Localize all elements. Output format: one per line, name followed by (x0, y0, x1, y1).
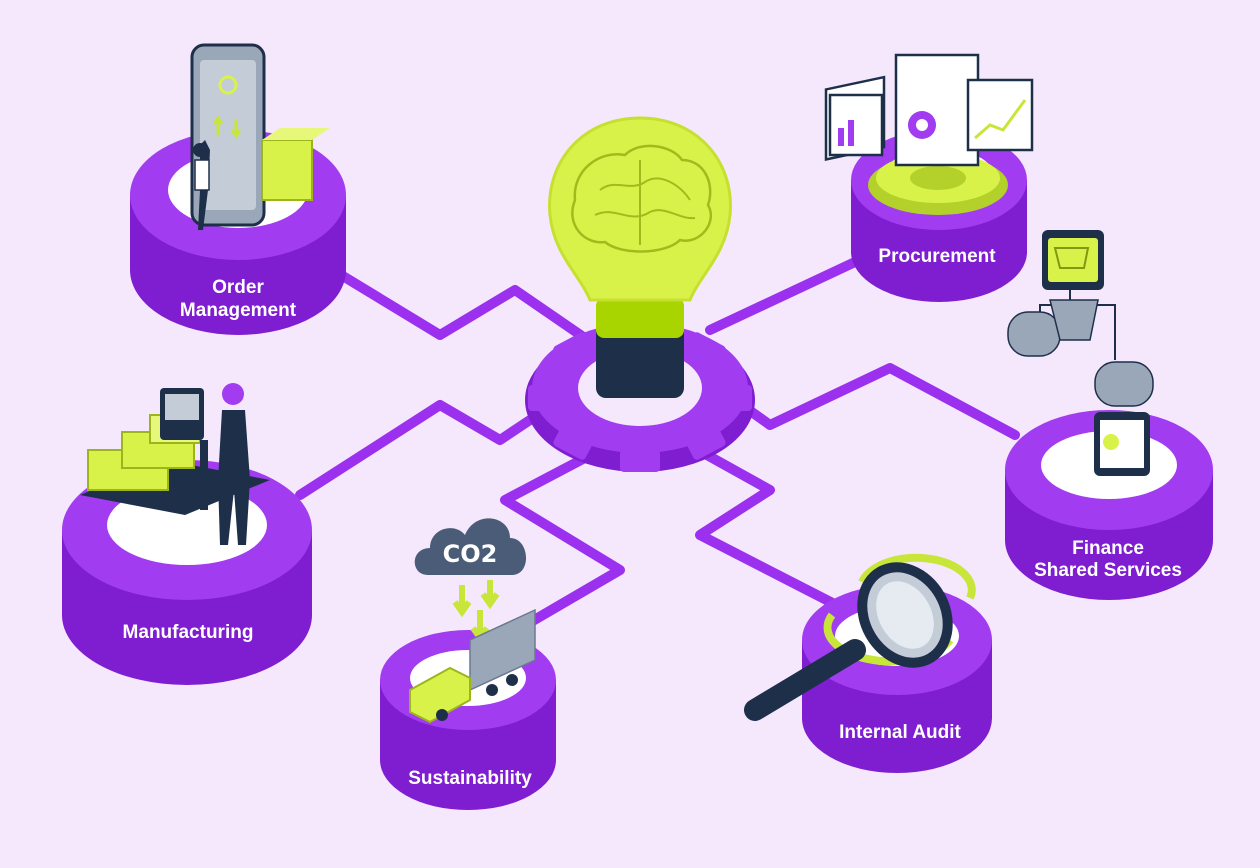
order-management-label-line2: Management (180, 300, 297, 321)
connector-sustainability (495, 445, 625, 645)
procurement-label: Procurement (878, 246, 996, 267)
lightbulb-brain-icon (548, 116, 732, 398)
finance-label-line2: Shared Services (1034, 560, 1182, 581)
internal-audit-label: Internal Audit (839, 722, 961, 743)
dashboard-reports-gear-icon (824, 53, 1034, 215)
cart-flow-invoice-icon (1007, 230, 1154, 476)
node-procurement: Procurement (824, 53, 1034, 302)
worker-conveyor-icon (80, 383, 270, 545)
finance-label-line1: Finance (1072, 538, 1144, 559)
connector-order-management (295, 245, 600, 350)
connector-audit (675, 435, 855, 617)
co2-label: CO2 (443, 540, 498, 568)
node-sustainability: CO2 Sustainability (380, 518, 556, 810)
connector-finance (730, 363, 1020, 440)
sustainability-label: Sustainability (408, 768, 532, 789)
node-finance: Finance Shared Services (1005, 230, 1213, 600)
central-hub (525, 116, 755, 472)
node-internal-audit: Internal Audit (744, 553, 992, 773)
smartphone-person-icon (190, 43, 330, 230)
manufacturing-label: Manufacturing (123, 622, 254, 643)
connector-procurement (705, 250, 875, 335)
magnifier-icon (744, 553, 976, 721)
connector-manufacturing (295, 395, 565, 500)
co2-cloud-truck-icon: CO2 (409, 518, 536, 724)
node-manufacturing: Manufacturing (62, 383, 312, 685)
node-order-management: Order Management (130, 43, 346, 335)
order-management-label-line1: Order (212, 277, 264, 298)
